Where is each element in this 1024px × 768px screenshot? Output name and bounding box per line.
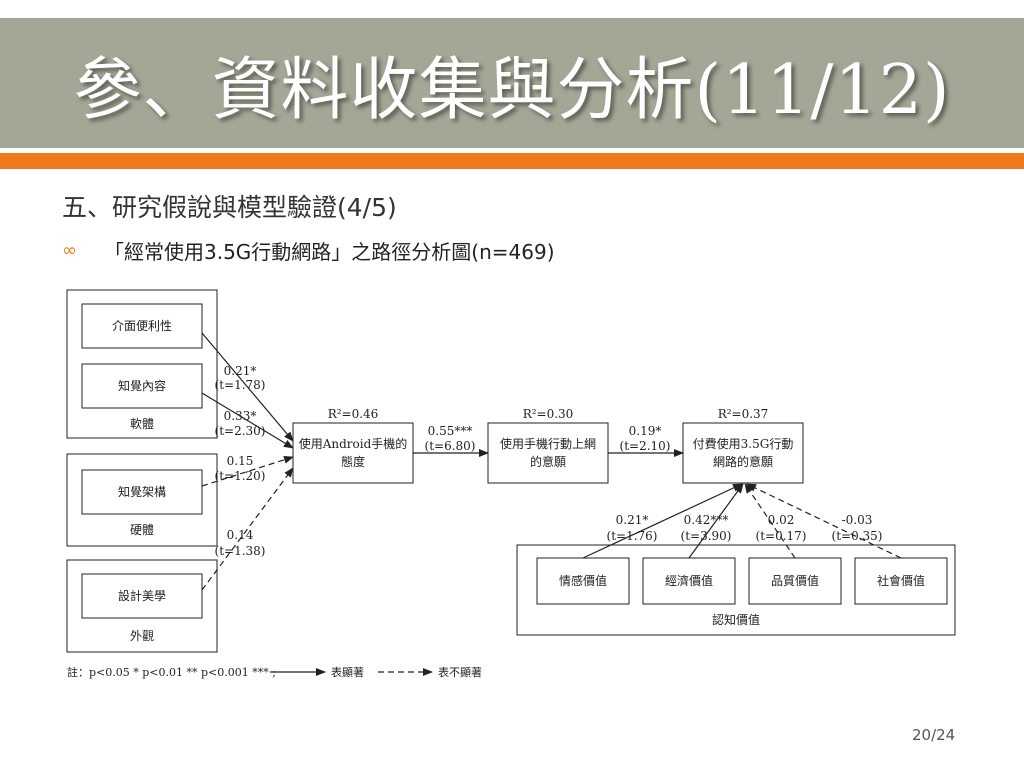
interface-label: 介面便利性	[112, 319, 172, 333]
emotional-to-pay-arrow	[582, 483, 743, 559]
content-t: (t=2.30)	[215, 424, 266, 438]
pay-box	[682, 422, 804, 484]
emotional-coef: 0.21*	[616, 513, 649, 527]
bullet-text: 「經常使用3.5G行動網路」之路徑分析圖(n=469)	[104, 240, 555, 264]
interface-t: (t=1.78)	[215, 378, 266, 392]
intent-label-line2: 的意願	[530, 454, 566, 469]
interface-box	[81, 303, 203, 349]
economic-t: (t=3.90)	[681, 529, 732, 543]
page-number: 20/24	[912, 726, 956, 744]
intent-r-squared: R²=0.30	[523, 407, 574, 421]
emotional-t: (t=1.76)	[607, 529, 658, 543]
attitude-box	[292, 422, 414, 484]
intent-t: (t=2.10)	[620, 439, 671, 453]
architecture-to-attitude-arrow	[201, 455, 294, 487]
legend-significant-label: 表顯著	[331, 665, 364, 679]
attitude-label-line1: 使用Android手機的	[299, 436, 408, 451]
content-label: 知覺內容	[118, 378, 166, 393]
software-group-box	[66, 289, 218, 439]
accent-bar	[0, 153, 1024, 169]
quality-coef: 0.02	[768, 513, 795, 527]
appearance-group-box	[66, 559, 218, 653]
intent-coef: 0.19*	[629, 424, 662, 438]
architecture-box	[81, 469, 203, 515]
economic-coef: 0.42***	[684, 513, 729, 527]
economic-label: 經濟價值	[665, 573, 713, 588]
interface-coef: 0.21*	[224, 364, 257, 378]
perceived-value-group-label: 認知價值	[712, 612, 760, 627]
content-coef: 0.33*	[224, 409, 257, 423]
swirl-bullet-icon: ∞	[62, 240, 77, 261]
attitude-coef: 0.55***	[428, 424, 473, 438]
intent-box	[487, 422, 609, 484]
pay-label-line2: 網路的意願	[713, 454, 773, 469]
slide-title: 參、資料收集與分析(11/12)	[73, 50, 951, 130]
slide-subtitle: 五、研究假說與模型驗證(4/5)	[62, 193, 397, 222]
design-t: (t=1.38)	[215, 544, 266, 558]
appearance-group-label: 外觀	[130, 629, 154, 643]
quality-label: 品質價值	[771, 573, 819, 588]
emotional-box	[536, 557, 630, 605]
content-box	[81, 363, 203, 409]
architecture-t: (t=1.20)	[215, 469, 266, 483]
pay-label-line1: 付費使用3.5G行動	[693, 436, 794, 451]
intent-label-line1: 使用手機行動上網	[500, 436, 596, 451]
architecture-label: 知覺架構	[118, 485, 166, 499]
attitude-t: (t=6.80)	[425, 439, 476, 453]
content-to-attitude-arrow	[201, 392, 294, 449]
social-t: (t=0.35)	[832, 529, 883, 543]
social-label: 社會價值	[877, 573, 925, 588]
legend-note: 註：p<0.05 * p<0.01 ** p<0.001 *** ;	[67, 666, 276, 679]
hardware-group-label: 硬體	[130, 523, 154, 537]
software-group-label: 軟體	[130, 416, 154, 431]
perceived-value-group-box	[516, 544, 956, 636]
social-box	[854, 557, 948, 605]
pay-r-squared: R²=0.37	[718, 407, 769, 421]
legend-not-significant-label: 表不顯著	[438, 665, 482, 679]
bullet-item: ∞ 「經常使用3.5G行動網路」之路徑分析圖(n=469)	[62, 236, 555, 265]
design-label: 設計美學	[118, 588, 166, 603]
attitude-r-squared: R²=0.46	[328, 407, 379, 421]
quality-to-pay-arrow	[744, 483, 796, 559]
interface-to-attitude-arrow	[201, 332, 294, 442]
economic-box	[642, 557, 736, 605]
attitude-label-line2: 態度	[341, 454, 365, 469]
title-bar	[0, 18, 1024, 148]
quality-box	[748, 557, 842, 605]
architecture-coef: 0.15	[227, 454, 254, 468]
emotional-label: 情感價值	[559, 573, 607, 588]
design-coef: 0.14	[227, 528, 254, 542]
design-to-attitude-arrow	[201, 467, 294, 591]
design-box	[81, 573, 203, 619]
quality-t: (t=0.17)	[756, 529, 807, 543]
social-coef: -0.03	[842, 513, 873, 527]
path-analysis-diagram: 介面便利性 知覺內容 軟體 知覺架構 硬體 設計美學 外觀 使用Android手…	[66, 289, 956, 679]
economic-to-pay-arrow	[688, 483, 744, 559]
hardware-group-box	[66, 453, 218, 547]
social-to-pay-arrow	[746, 483, 902, 559]
